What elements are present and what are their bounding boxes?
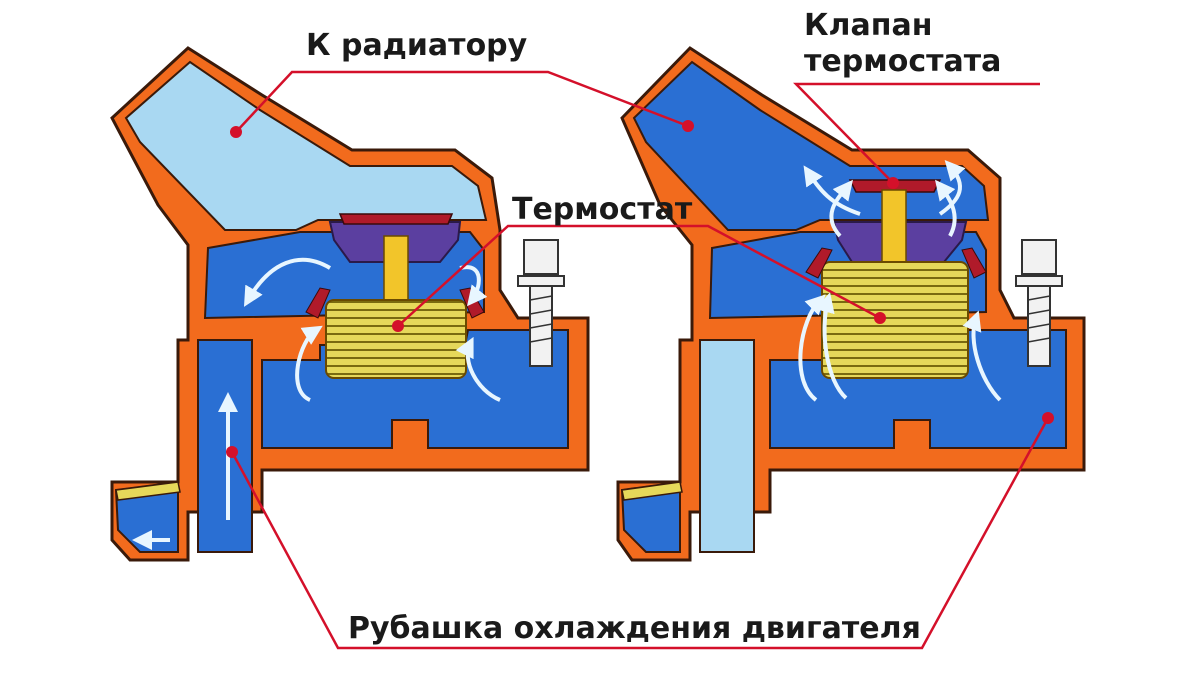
- right-jacket-channel: [699, 339, 755, 553]
- left-flow-arrows: [132, 257, 501, 550]
- leader-thermostat: [397, 224, 881, 327]
- left-bellows: [325, 299, 467, 379]
- right-bolt: [1015, 239, 1063, 367]
- label-to-radiator: К радиатору: [306, 28, 528, 63]
- right-thermostat-assembly: [616, 46, 1086, 562]
- left-jacket-channel: [197, 339, 253, 553]
- label-valve-line1: Клапан: [804, 8, 933, 43]
- label-valve-line2: термостата: [804, 44, 1002, 79]
- left-thermostat-assembly: [110, 46, 590, 562]
- leader-jacket: [230, 417, 1050, 650]
- right-valve-stem: [881, 189, 907, 265]
- right-bellows: [821, 261, 969, 379]
- leader-lines: [230, 70, 1050, 650]
- label-thermostat: Термостат: [512, 192, 693, 227]
- right-flow-arrows: [798, 160, 1002, 402]
- left-valve-plate: [338, 213, 454, 225]
- leader-dots: [226, 120, 1054, 458]
- left-radiator-pipe: [124, 60, 488, 231]
- label-engine-jacket: Рубашка охлаждения двигателя: [348, 611, 921, 646]
- leader-to-radiator: [235, 70, 689, 133]
- left-valve-stem: [383, 235, 409, 303]
- left-bolt: [517, 239, 565, 367]
- leader-valve: [793, 82, 1040, 184]
